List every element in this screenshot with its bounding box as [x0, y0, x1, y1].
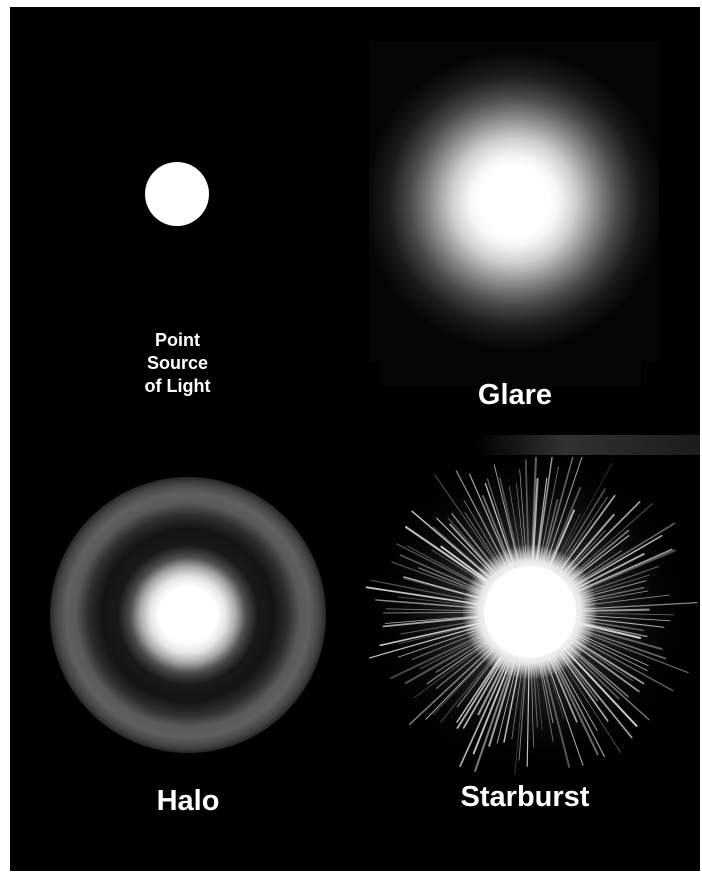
- glare-bottom-haze: [475, 435, 700, 455]
- halo-label: Halo: [156, 785, 220, 817]
- starburst-rays: [365, 457, 698, 777]
- halo-panel: Halo: [10, 457, 355, 871]
- halo-rings: [50, 477, 326, 753]
- point-source-panel: Point Source of Light: [10, 7, 355, 457]
- glare-label: Glare: [477, 379, 553, 411]
- glare-backdrop: [369, 41, 659, 385]
- illustration-frame: Point Source of Light Glare Halo: [10, 7, 700, 871]
- starburst-label: Starburst: [460, 781, 590, 813]
- starburst-panel: Starburst: [355, 457, 700, 871]
- point-source-label: Point Source of Light: [144, 330, 211, 396]
- starburst-core: [484, 566, 576, 658]
- point-light-disc: [145, 162, 209, 226]
- glare-glow: [369, 41, 659, 361]
- glare-panel: Glare: [355, 7, 700, 457]
